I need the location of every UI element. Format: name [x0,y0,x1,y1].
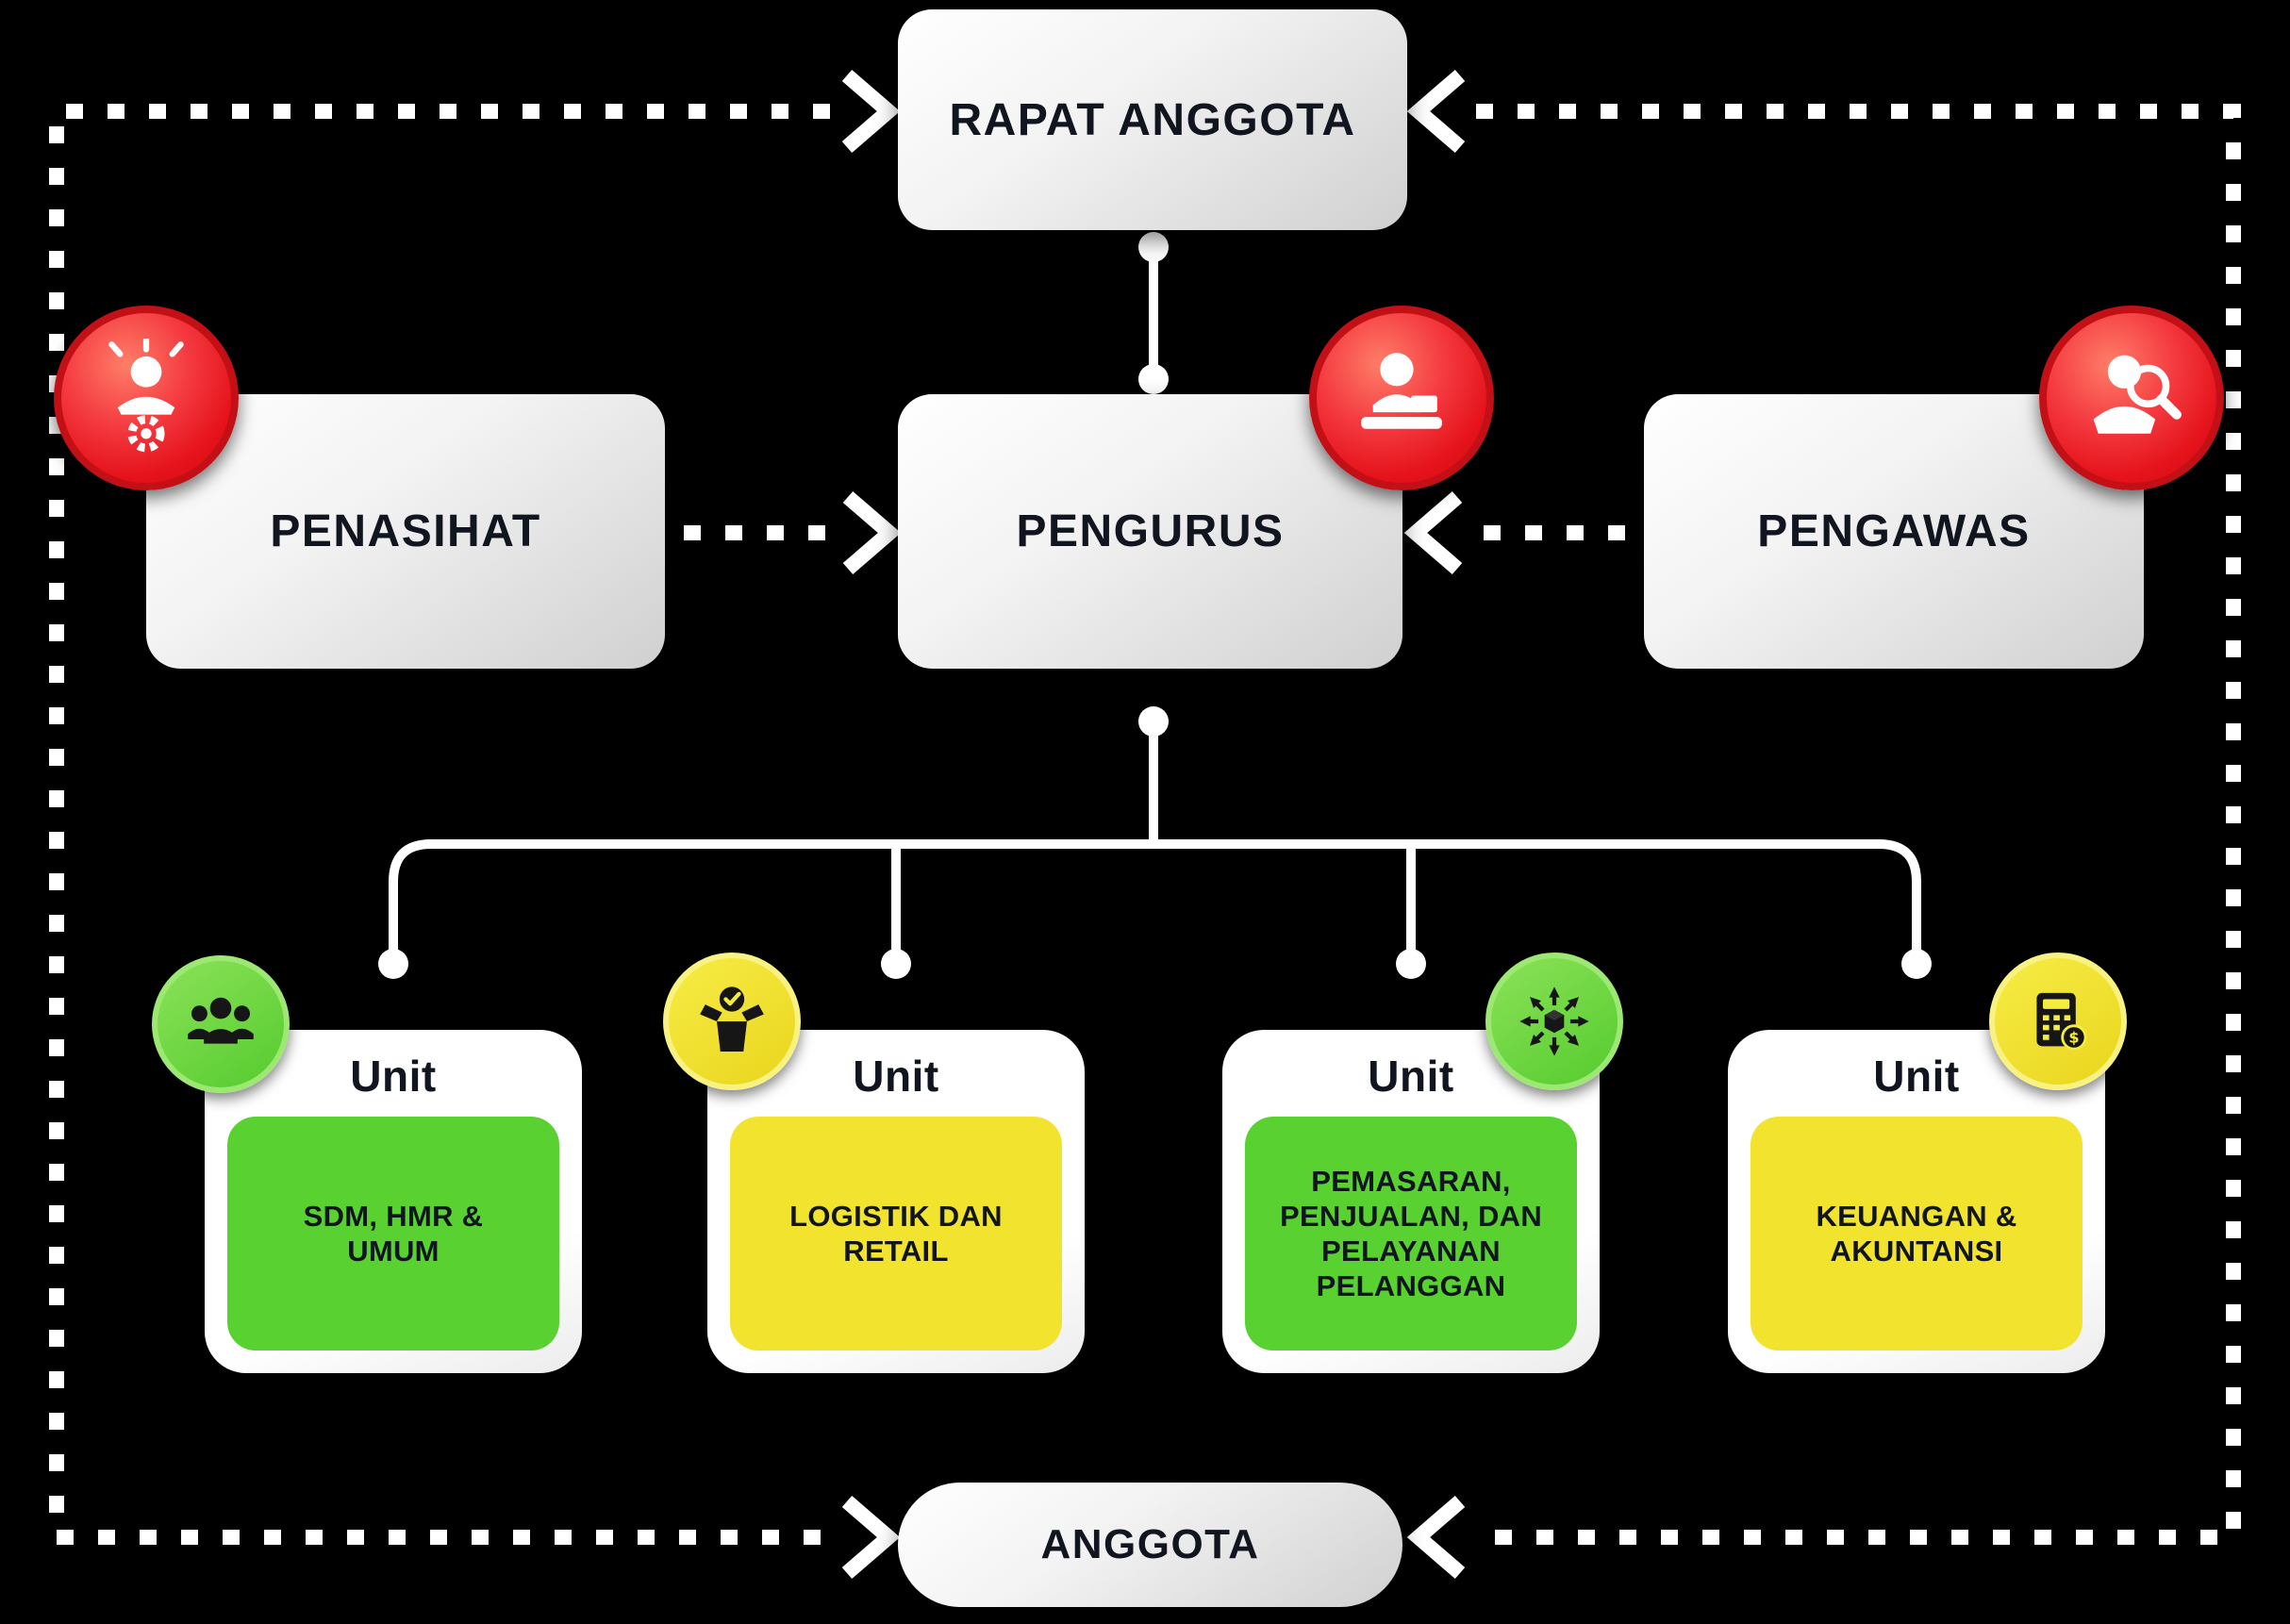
dashed-loop-left [49,104,830,1545]
unit-name: LOGISTIK DAN RETAIL [730,1117,1062,1351]
calculator-finance-icon: $ [1989,953,2127,1090]
team-icon [152,955,290,1093]
node-label: ANGGOTA [1040,1521,1260,1567]
unit-name: KEUANGAN & AKUNTANSI [1751,1117,2083,1351]
node-label: PENGURUS [1016,506,1285,556]
dashed-loop-right [1476,104,2241,1545]
dot [881,949,911,979]
dot [378,949,408,979]
unit-card-keuangan: Unit KEUANGAN & AKUNTANSI [1728,1030,2105,1373]
node-label: PENGAWAS [1757,506,2031,556]
node-label: RAPAT ANGGOTA [949,94,1356,145]
dot [1138,706,1169,737]
arrowhead-into-anggota-right [1406,1495,1466,1580]
unit-card-sdm: Unit SDM, HMR & UMUM [205,1030,582,1373]
arrowhead-into-rapat-right [1406,69,1466,154]
arrowhead-into-anggota-left [841,1495,901,1580]
svg-text:$: $ [2068,1029,2079,1047]
unit-title: Unit [350,1052,437,1101]
node-anggota: ANGGOTA [898,1483,1402,1607]
distribution-arrows-icon [1485,953,1623,1090]
unit-name: PEMASARAN, PENJUALAN, DAN PELAYANAN PELA… [1245,1117,1577,1351]
node-rapat-anggota: RAPAT ANGGOTA [898,9,1407,230]
arrowhead-into-pengurus-left [842,490,902,575]
manager-person-desk-icon [1309,306,1494,490]
dot [1901,949,1932,979]
dot [1138,232,1169,262]
package-check-icon [663,953,801,1090]
unit-name: SDM, HMR & UMUM [227,1117,559,1351]
node-penasihat: PENASIHAT [146,394,665,669]
line-branch-frame [389,839,1921,969]
node-label: PENASIHAT [270,506,541,556]
unit-title: Unit [1368,1052,1454,1101]
unit-card-logistik: Unit LOGISTIK DAN RETAIL [707,1030,1085,1373]
dot [1396,949,1426,979]
unit-title: Unit [1873,1052,1960,1101]
dot [1138,364,1169,394]
unit-title: Unit [853,1052,939,1101]
arrowhead-into-pengurus-right [1403,490,1463,575]
arrowhead-into-rapat-left [841,69,901,154]
auditor-person-magnifier-icon [2039,306,2224,490]
advisor-person-gear-icon [54,306,239,490]
